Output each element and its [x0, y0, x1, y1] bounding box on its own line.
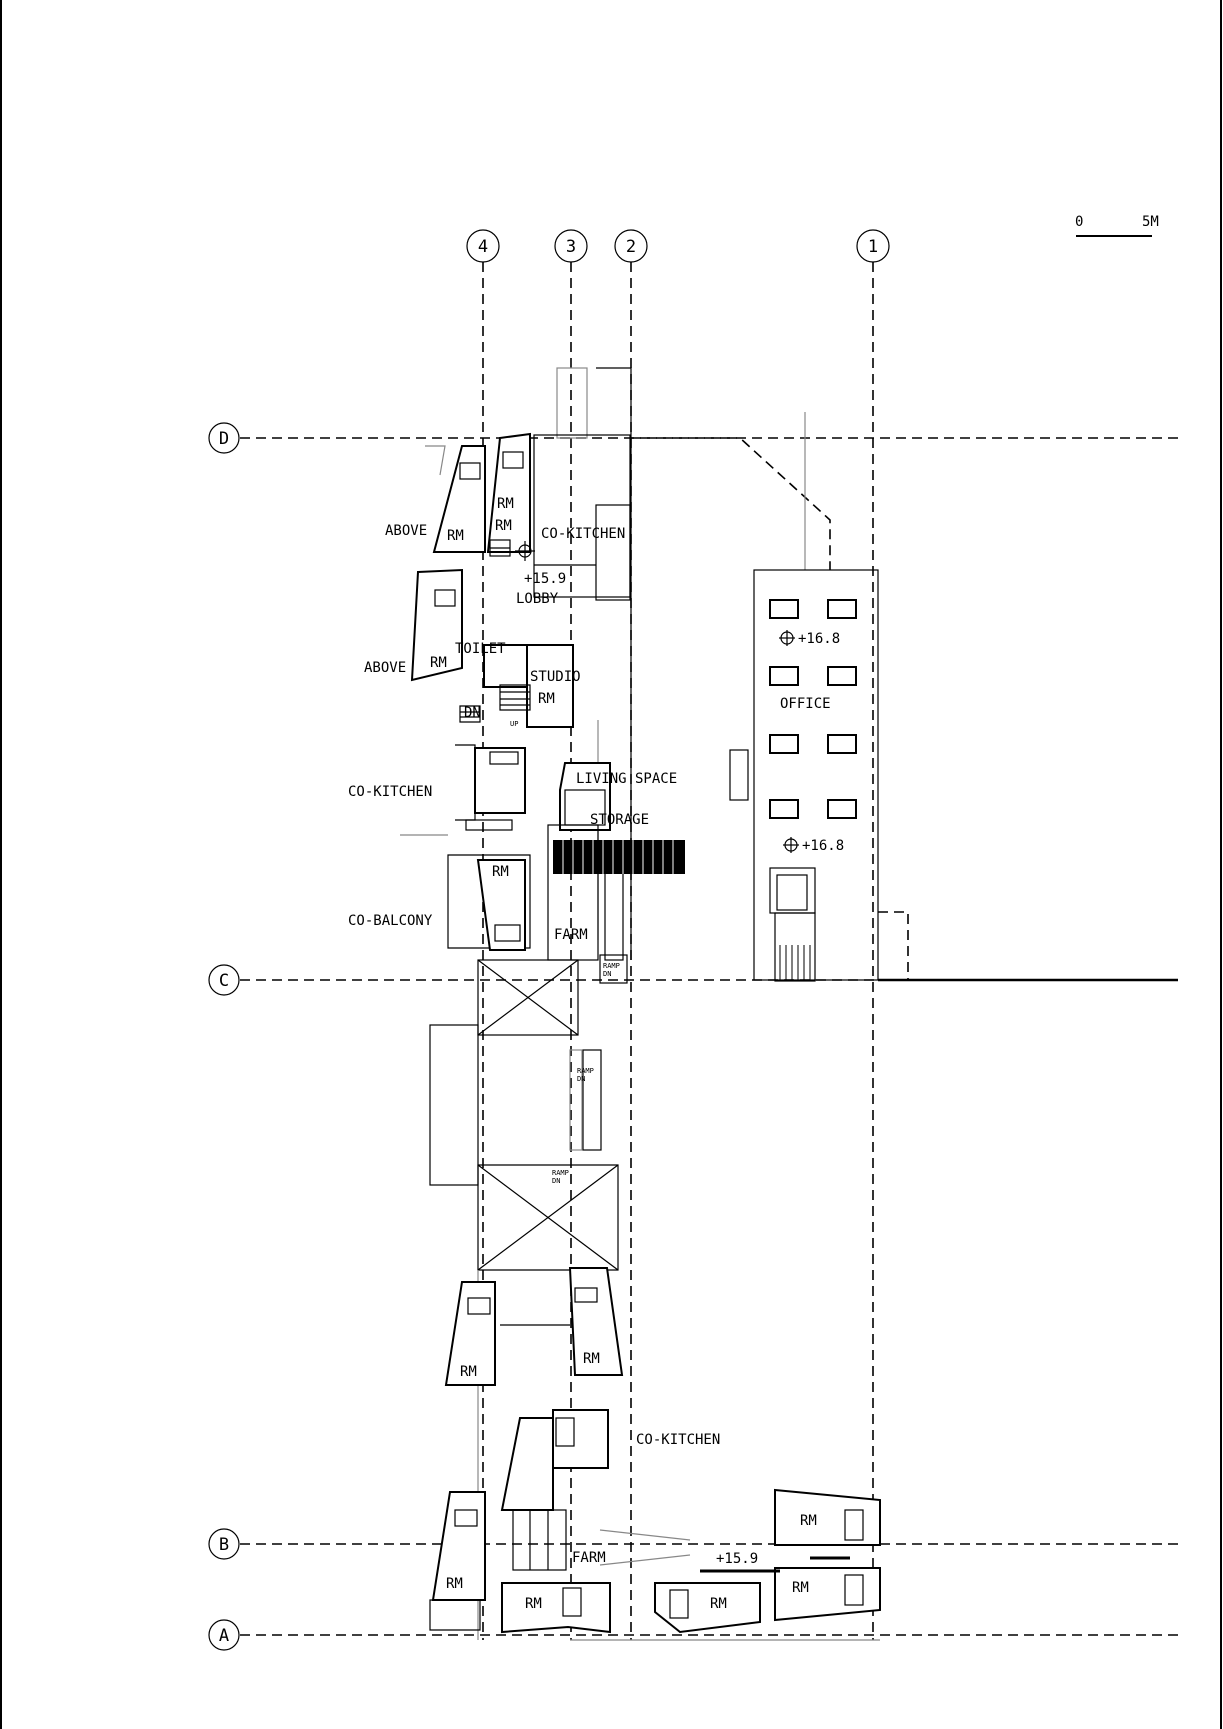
label-rm-bottom-3: RM: [710, 1596, 727, 1612]
grid-label-row-d: D: [219, 429, 229, 449]
label-farm-2: FARM: [572, 1550, 606, 1566]
label-farm-1: FARM: [554, 927, 588, 943]
label-lobby: LOBBY: [516, 591, 559, 607]
label-rm-bottom-2: RM: [525, 1596, 542, 1612]
label-rm-low-1: RM: [460, 1364, 477, 1380]
label-rm-bottom-1: RM: [446, 1576, 463, 1592]
label-up: UP: [510, 720, 518, 728]
upper-block-walls: [400, 367, 831, 1186]
grid-label-row-a: A: [219, 1626, 229, 1646]
label-above-1: ABOVE: [385, 523, 427, 539]
grid-label-col-2: 2: [626, 237, 636, 257]
scale-bar: 0 5M: [1075, 214, 1159, 237]
label-toilet: TOILET: [455, 641, 506, 657]
label-level-office-2: +16.8: [802, 838, 844, 854]
label-rm-low-2: RM: [583, 1351, 600, 1367]
office-desks: [769, 599, 857, 819]
label-rm-top-1: RM: [447, 528, 464, 544]
label-office: OFFICE: [780, 696, 831, 712]
scale-end-label: 5M: [1142, 214, 1159, 230]
grid-label-col-4: 4: [478, 237, 488, 257]
office-block: [729, 569, 1178, 982]
label-co-kitchen-2: CO-KITCHEN: [348, 784, 432, 800]
label-above-2: ABOVE: [364, 660, 406, 676]
label-rm-top-4: RM: [430, 655, 447, 671]
label-rm-top-3: RM: [495, 518, 512, 534]
lower-block-walls: [429, 1164, 881, 1641]
label-rm-mid: RM: [492, 864, 509, 880]
label-living-space: LIVING SPACE: [576, 771, 677, 787]
label-rm-studio: RM: [538, 691, 555, 707]
label-co-balcony: CO-BALCONY: [348, 913, 433, 929]
label-storage: STORAGE: [590, 812, 649, 828]
label-co-kitchen-1: CO-KITCHEN: [541, 526, 625, 542]
grid-label-row-c: C: [219, 971, 229, 991]
grid-label-col-3: 3: [566, 237, 576, 257]
label-dn: DN: [464, 705, 481, 721]
label-rm-top-2: RM: [497, 496, 514, 512]
label-rm-bottom-5: RM: [792, 1580, 809, 1596]
scale-start-label: 0: [1075, 214, 1083, 230]
grid-label-col-1: 1: [868, 237, 878, 257]
label-level-bottom: +15.9: [716, 1551, 758, 1567]
label-studio: STUDIO: [530, 669, 581, 685]
label-level-office-1: +16.8: [798, 631, 840, 647]
room-labels: ABOVE ABOVE RM RM RM RM CO-KITCHEN +15.9…: [348, 496, 844, 1612]
grid-label-row-b: B: [219, 1535, 229, 1555]
label-rm-bottom-4: RM: [800, 1513, 817, 1529]
label-level-lobby: +15.9: [524, 571, 566, 587]
grid-bubbles: 4 3 2 1 D C B A: [208, 229, 890, 1651]
label-co-kitchen-3: CO-KITCHEN: [636, 1432, 720, 1448]
